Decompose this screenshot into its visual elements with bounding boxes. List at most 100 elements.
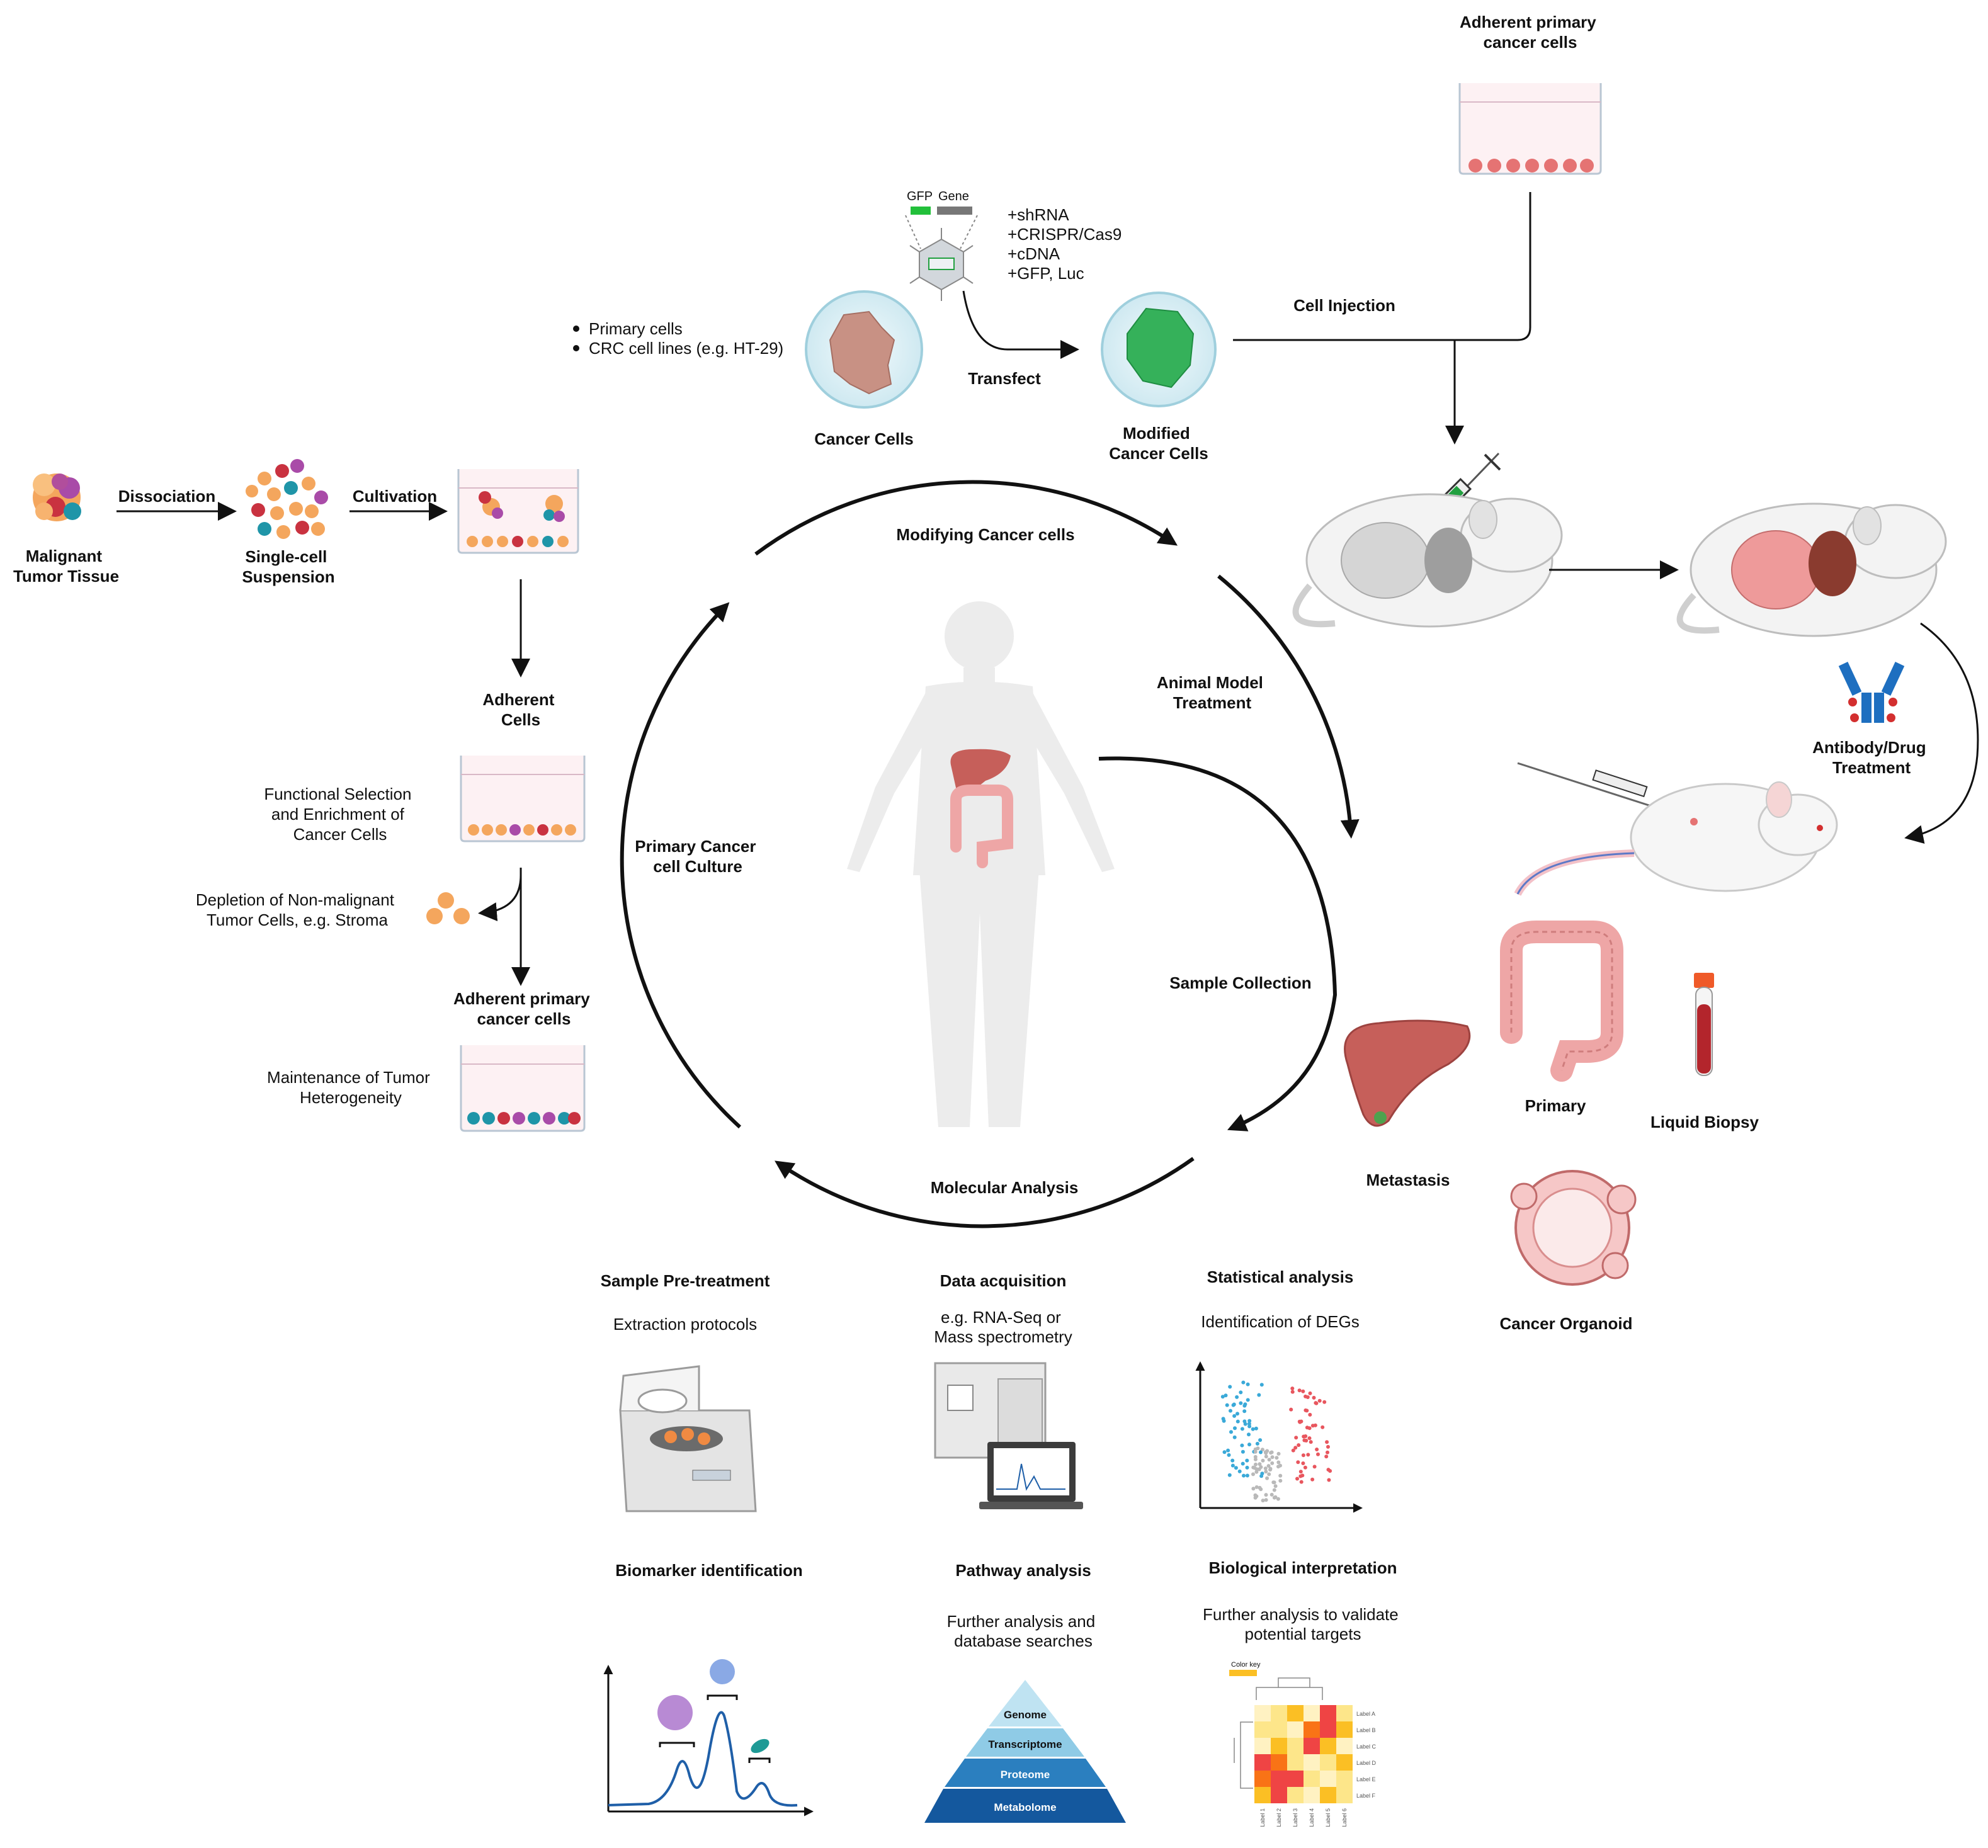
volcano-dot	[1245, 1458, 1249, 1463]
volcano-dot	[1275, 1456, 1279, 1460]
heatmap-cell	[1287, 1771, 1304, 1787]
heatmap-row-label: Label B	[1356, 1727, 1376, 1733]
volcano-dot	[1245, 1473, 1249, 1478]
treatment-curve-arrow	[1904, 622, 1979, 844]
heatmap-cell	[1320, 1771, 1336, 1787]
volcano-plot-icon	[1195, 1361, 1363, 1513]
cycle-label-modifying: Modifying Cancer cells	[896, 525, 1074, 544]
cell-injection-arrow	[1233, 339, 1464, 445]
volcano-dot	[1273, 1484, 1278, 1488]
heatmap-cell	[1287, 1738, 1304, 1754]
single-cell-label: Single-cell Suspension	[242, 547, 334, 586]
volcano-dot	[1264, 1498, 1268, 1502]
interpretation-title: Biological interpretation	[1208, 1558, 1397, 1577]
volcano-dot	[1301, 1389, 1305, 1393]
volcano-dot	[1316, 1452, 1320, 1456]
volcano-dot	[1309, 1440, 1313, 1444]
volcano-dot	[1267, 1458, 1271, 1462]
transfect-arrow	[962, 290, 1079, 359]
pyramid-transcriptome: Transcriptome	[988, 1738, 1062, 1750]
volcano-dot	[1258, 1485, 1262, 1490]
volcano-dot	[1230, 1458, 1235, 1463]
volcano-dot	[1247, 1443, 1251, 1447]
primary-label: Primary	[1525, 1096, 1586, 1115]
antibody-icon	[1838, 662, 1905, 723]
heatmap-cell	[1271, 1754, 1287, 1771]
liver-icon	[1344, 1019, 1471, 1127]
volcano-dot	[1297, 1443, 1301, 1448]
volcano-dot	[1272, 1488, 1276, 1492]
volcano-dot	[1251, 1472, 1255, 1477]
single-cell-suspension-icon	[246, 459, 328, 539]
volcano-dot	[1308, 1391, 1312, 1395]
volcano-dot	[1220, 1395, 1225, 1399]
volcano-dot	[1290, 1386, 1295, 1391]
malignant-tumor-tissue-icon	[33, 473, 81, 521]
modified-cells-label: Modified Cancer Cells	[1109, 424, 1208, 463]
volcano-dot	[1315, 1448, 1319, 1451]
heatmap-row-label: Label A	[1356, 1711, 1375, 1717]
culture-dish-1	[457, 469, 579, 554]
functional-selection-text: Functional Selection and Enrichment of C…	[264, 785, 416, 844]
volcano-dot	[1253, 1449, 1258, 1454]
volcano-dot	[1259, 1450, 1263, 1454]
volcano-dot	[1253, 1457, 1258, 1461]
volcano-dot	[1270, 1455, 1275, 1460]
heatmap-cell	[1287, 1754, 1304, 1771]
heatmap-cell	[1254, 1705, 1271, 1721]
volcano-dot	[1297, 1419, 1302, 1424]
volcano-dot	[1227, 1473, 1232, 1477]
volcano-dot	[1278, 1478, 1283, 1483]
heatmap-col-label: Label 4	[1309, 1808, 1315, 1827]
heatmap-row-label: Label E	[1356, 1776, 1376, 1783]
top-culture-dish	[1458, 83, 1602, 175]
volcano-dot	[1260, 1448, 1264, 1452]
volcano-dot	[1226, 1448, 1230, 1453]
volcano-dot	[1255, 1441, 1259, 1446]
modification-options: +shRNA +CRISPR/Cas9 +cDNA +GFP, Luc	[1008, 205, 1127, 283]
heatmap-cell	[1304, 1738, 1320, 1754]
cycle-label-animal: Animal Model Treatment	[1157, 673, 1268, 712]
liquid-biopsy-label: Liquid Biopsy	[1650, 1113, 1759, 1131]
volcano-dot	[1269, 1451, 1273, 1455]
volcano-dot	[1246, 1398, 1250, 1402]
volcano-dot	[1261, 1499, 1265, 1503]
volcano-dot	[1291, 1448, 1295, 1453]
volcano-dot	[1241, 1461, 1245, 1466]
volcano-dot	[1324, 1454, 1329, 1459]
bullet-primary-cells: Primary cells	[589, 319, 683, 338]
heatmap-col-label: Label 3	[1292, 1808, 1298, 1827]
heatmap-cell	[1254, 1754, 1271, 1771]
heatmap-col-label: Label 1	[1259, 1808, 1266, 1827]
pre-treatment-sub: Extraction protocols	[613, 1315, 757, 1334]
transfect-label: Transfect	[968, 369, 1041, 388]
volcano-dot	[1247, 1432, 1251, 1437]
volcano-dot	[1254, 1485, 1259, 1489]
volcano-dot	[1235, 1419, 1240, 1424]
heatmap-row-label: Label C	[1356, 1743, 1377, 1750]
volcano-dot	[1258, 1438, 1263, 1443]
volcano-dot	[1326, 1444, 1330, 1449]
volcano-dot	[1245, 1465, 1249, 1470]
volcano-dot	[1302, 1434, 1306, 1439]
heatmap-cell	[1287, 1705, 1304, 1721]
cancer-organoid-label: Cancer Organoid	[1500, 1314, 1633, 1333]
volcano-dot	[1263, 1466, 1268, 1471]
volcano-dot	[1263, 1450, 1268, 1454]
heatmap-cell	[1304, 1771, 1320, 1787]
cycle-arrow-molecular	[775, 1157, 1195, 1228]
volcano-dot	[1251, 1487, 1256, 1491]
volcano-dot	[1224, 1393, 1228, 1398]
biomarker-peak-icon	[603, 1659, 814, 1817]
volcano-dot	[1326, 1450, 1329, 1454]
volcano-dot	[1276, 1465, 1280, 1469]
biomarker-title: Biomarker identification	[615, 1561, 803, 1580]
heatmap-cell	[1320, 1738, 1336, 1754]
pyramid-metabolome: Metabolome	[994, 1801, 1056, 1813]
heatmap-cell	[1304, 1787, 1320, 1803]
depletion-text: Depletion of Non-malignant Tumor Cells, …	[196, 890, 399, 929]
volcano-dot	[1264, 1470, 1268, 1474]
volcano-dot	[1294, 1436, 1298, 1440]
heatmap-cell	[1271, 1787, 1287, 1803]
heatmap-cell	[1271, 1705, 1287, 1721]
